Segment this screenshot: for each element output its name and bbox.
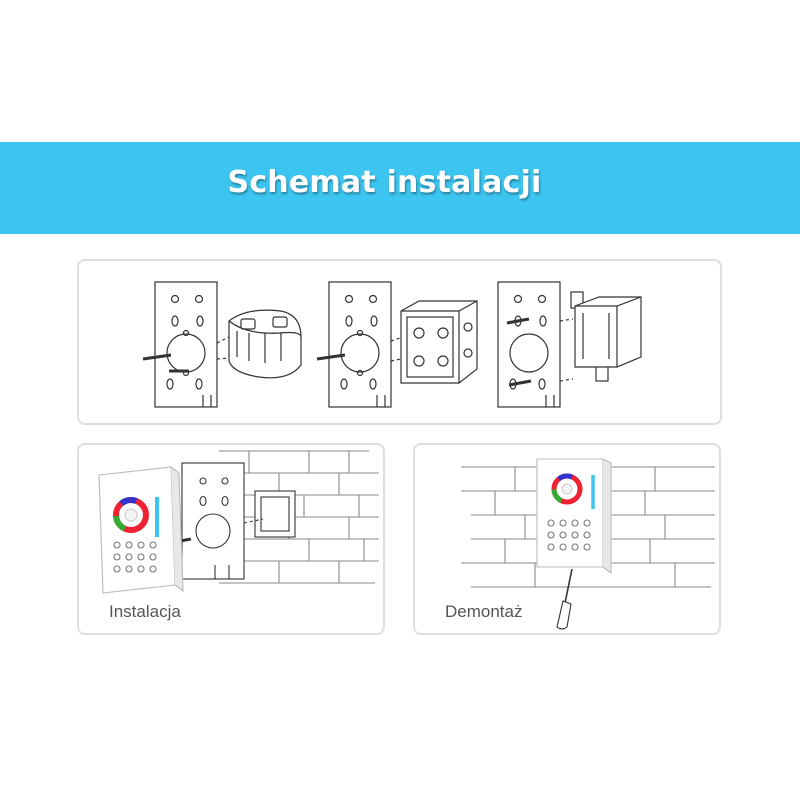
removal-diagram <box>461 458 715 630</box>
step-3-illustration <box>497 281 642 408</box>
installation-panel: Instalacja <box>77 443 385 635</box>
screwdriver-icon <box>556 568 573 630</box>
page-title: Schemat instalacji <box>227 165 542 200</box>
installation-caption: Instalacja <box>109 602 181 621</box>
wall-plate <box>497 281 561 408</box>
junction-box <box>254 490 296 538</box>
installation-diagram <box>98 450 379 594</box>
touch-panel-device <box>98 466 184 594</box>
square-junction-box <box>400 300 478 384</box>
removal-panel: Demontaż <box>413 443 721 635</box>
wall-plate <box>328 281 392 408</box>
round-junction-box <box>228 309 302 379</box>
rectangular-junction-box <box>570 291 642 382</box>
touch-panel-device <box>536 458 612 575</box>
removal-caption: Demontaż <box>445 602 523 621</box>
step-2-illustration <box>316 281 478 408</box>
wall-plate <box>181 462 245 580</box>
title-banner: Schemat instalacji <box>0 142 800 234</box>
mounting-steps-diagram <box>142 281 642 408</box>
mounting-steps-panel <box>77 259 722 425</box>
step-1-illustration <box>142 281 302 408</box>
wall-plate <box>154 281 218 408</box>
